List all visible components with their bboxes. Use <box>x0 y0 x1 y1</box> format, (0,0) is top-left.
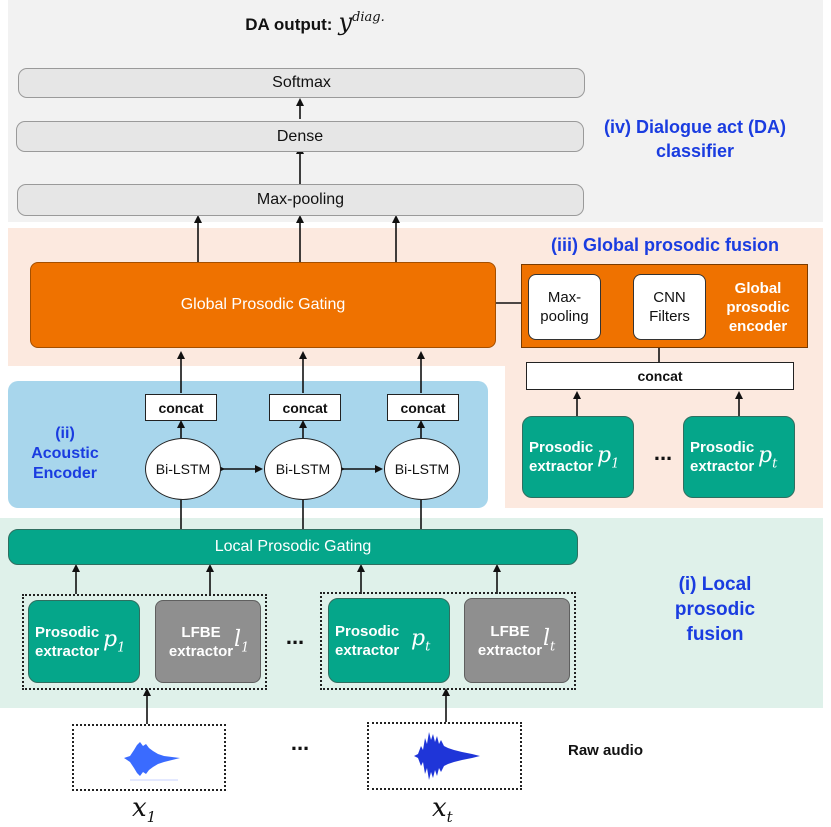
local-l1-symbol: l1 <box>234 627 249 655</box>
xt-sub: t <box>446 808 453 827</box>
global-prosodic-extractor-1: Prosodic extractor p1 <box>522 416 634 498</box>
xt-symbol: xt <box>432 793 453 826</box>
dense-layer: Dense <box>16 121 584 152</box>
waveform-t-icon <box>414 732 480 780</box>
da-output-sup: diag. <box>352 10 385 25</box>
bilstm-cell-3: Bi-LSTM <box>384 438 460 500</box>
global-extractor-t-label: Prosodic extractor <box>690 439 755 475</box>
da-output-symbol: ydiag. <box>338 8 384 36</box>
global-extractor-1-label: Prosodic extractor <box>529 439 594 475</box>
global-prosodic-extractor-t: Prosodic extractor pt <box>683 416 795 498</box>
local-prosodic-gating: Local Prosodic Gating <box>8 529 578 565</box>
softmax-layer: Softmax <box>18 68 585 98</box>
global-pt-sub: t <box>772 456 778 472</box>
global-pt: p <box>758 442 773 468</box>
global-p1: p <box>597 442 612 468</box>
local-lt: l <box>543 626 551 652</box>
global-p1-sub: 1 <box>611 456 620 472</box>
global-pt-symbol: pt <box>758 443 777 471</box>
acoustic-concat-3: concat <box>387 394 459 421</box>
local-prosodic-extractor-1: Prosodic extractor p1 <box>28 600 140 683</box>
local-extractor-group-t <box>320 592 576 690</box>
global-encoder-label: Global prosodic encoder <box>726 279 790 335</box>
waveform-1-icon <box>124 742 180 781</box>
local-l1-sub: 1 <box>241 640 250 656</box>
lfbe-extractor-1-label: LFBE extractor <box>168 623 234 660</box>
acoustic-concat-1: concat <box>145 394 217 421</box>
local-l1: l <box>234 627 242 653</box>
da-output-prefix: DA output: <box>245 15 333 34</box>
local-extractor-group-1 <box>22 594 267 690</box>
xt: x <box>432 793 447 823</box>
cnn-filters: CNN Filters <box>633 274 706 340</box>
local-prosodic-extractor-t: Prosodic extractor pt <box>328 598 450 683</box>
x1: x <box>132 793 147 823</box>
audio-ellipsis: ... <box>290 730 310 755</box>
bilstm-cell-1: Bi-LSTM <box>145 438 221 500</box>
acoustic-title-line-2: Acoustic <box>31 445 99 462</box>
local-p1-symbol: p1 <box>103 627 125 655</box>
acoustic-concat-2: concat <box>269 394 341 421</box>
raw-audio-label: Raw audio <box>568 742 644 759</box>
local-lt-symbol: lt <box>543 626 555 654</box>
local-extractor-ellipsis: ... <box>285 624 305 649</box>
da-output-y: y <box>338 8 353 36</box>
acoustic-encoder-title: (ii) Acoustic Encoder <box>20 424 110 484</box>
x1-symbol: x1 <box>132 793 156 826</box>
global-concat: concat <box>526 362 794 390</box>
da-output-label: DA output: ydiag. <box>200 8 430 40</box>
local-pt: p <box>411 626 426 652</box>
global-p1-symbol: p1 <box>597 443 619 471</box>
local-extractor-t-label: Prosodic extractor <box>335 622 400 659</box>
local-p1-sub: 1 <box>117 640 126 656</box>
local-fusion-title: (i) Local prosodic fusion <box>674 574 756 645</box>
classifier-title: (iv) Dialogue act (DA) classifier <box>603 117 786 161</box>
lfbe-extractor-t: LFBE extractor lt <box>464 598 570 683</box>
maxpooling-layer: Max-pooling <box>17 184 584 216</box>
lfbe-extractor-1: LFBE extractor l1 <box>155 600 261 683</box>
encoder-maxpooling: Max- pooling <box>528 274 601 340</box>
local-p1: p <box>103 627 118 653</box>
lfbe-extractor-t-label: LFBE extractor <box>477 622 543 659</box>
local-pt-sub: t <box>425 639 431 655</box>
global-extractor-ellipsis: ... <box>653 440 673 465</box>
local-extractor-1-label: Prosodic extractor <box>35 623 100 660</box>
x1-sub: 1 <box>146 808 157 827</box>
global-prosodic-gating: Global Prosodic Gating <box>30 262 496 348</box>
local-pt-symbol: pt <box>411 626 430 654</box>
acoustic-title-line-1: (ii) <box>55 425 75 442</box>
local-lt-sub: t <box>550 639 556 655</box>
bilstm-cell-2: Bi-LSTM <box>264 438 342 500</box>
global-fusion-title: (iii) Global prosodic fusion <box>551 235 779 255</box>
acoustic-title-line-3: Encoder <box>32 465 97 482</box>
